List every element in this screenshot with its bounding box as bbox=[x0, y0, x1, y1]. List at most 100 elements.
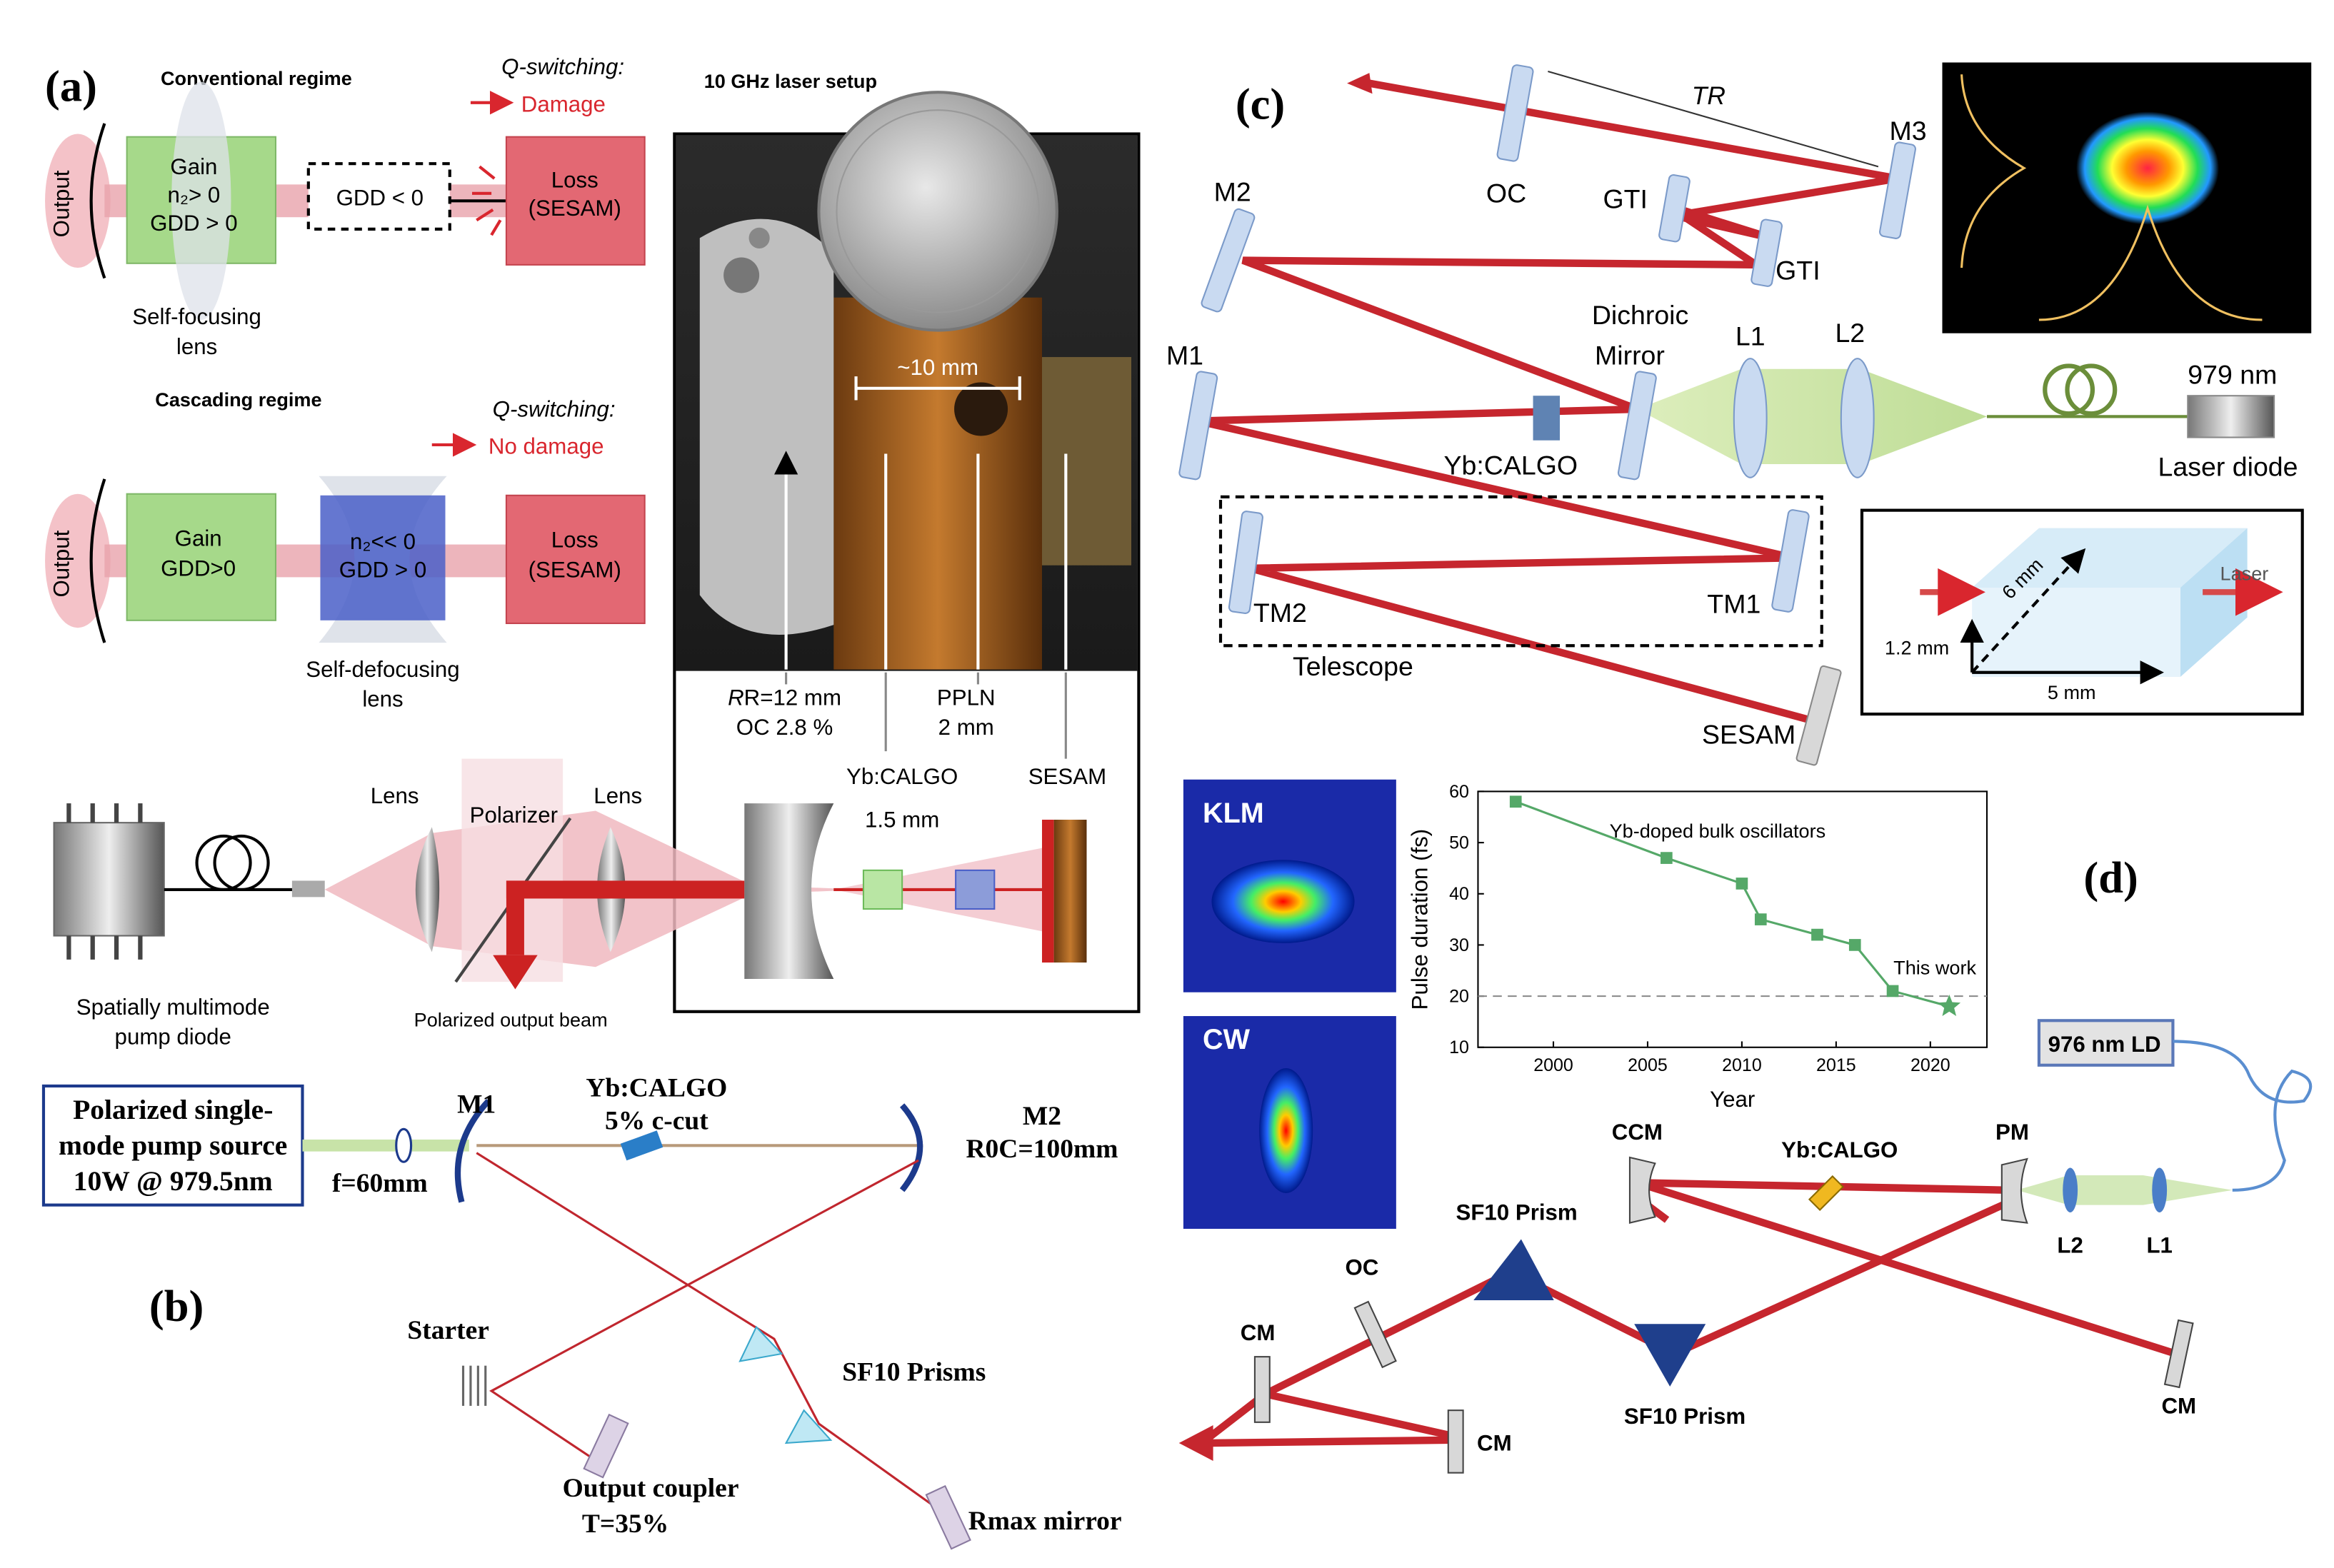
this-work-star bbox=[1938, 994, 1961, 1017]
m1-label-c: M1 bbox=[1166, 340, 1203, 370]
y-tick-label: 40 bbox=[1449, 884, 1469, 904]
sf10-prism-1 bbox=[1473, 1239, 1554, 1300]
tm1-mirror bbox=[1771, 509, 1810, 613]
sf10-label-2: SF10 Prism bbox=[1624, 1404, 1746, 1429]
l1-label-d: L1 bbox=[2146, 1232, 2172, 1257]
cm-mirror-1 bbox=[1253, 1356, 1271, 1423]
pm-mirror bbox=[2000, 1157, 2028, 1224]
gain-label-1: Gain bbox=[170, 154, 217, 179]
gain-box-cascading bbox=[126, 493, 277, 621]
m1-mirror-c bbox=[1178, 371, 1218, 481]
l1-label-c: L1 bbox=[1736, 321, 1765, 351]
panel-c: (c) TR OC M3 M2 GTI GTI M1 Dichroic Mirr… bbox=[1166, 62, 2312, 766]
focal-length: f=60mm bbox=[332, 1169, 428, 1198]
pump-source-3: 10W @ 979.5nm bbox=[74, 1165, 273, 1197]
y-tick-label: 30 bbox=[1449, 935, 1469, 955]
m2-label-c: M2 bbox=[1214, 176, 1251, 206]
cw-spot bbox=[1259, 1067, 1313, 1193]
output-beam-red bbox=[506, 880, 745, 899]
ccm-mirror bbox=[1628, 1156, 1656, 1224]
klm-label: KLM bbox=[1203, 798, 1264, 829]
ybcalgo-label-d: Yb:CALGO bbox=[1781, 1137, 1898, 1162]
starter-label: Starter bbox=[407, 1316, 489, 1345]
lens-label-1: Lens bbox=[371, 783, 419, 808]
lens-word-1: lens bbox=[176, 334, 217, 359]
x-tick-label: 2015 bbox=[1816, 1055, 1856, 1075]
oc-label-b-2: T=35% bbox=[582, 1509, 668, 1539]
qswitch-label-2: Q-switching: bbox=[493, 396, 616, 421]
ybcalgo-length: 1.5 mm bbox=[865, 807, 939, 832]
data-point bbox=[1661, 852, 1673, 864]
pump-source-2: mode pump source bbox=[59, 1130, 287, 1161]
inset-laser-label: Laser bbox=[2220, 563, 2269, 585]
pm-label: PM bbox=[1995, 1120, 2029, 1145]
gdd-positive-2: GDD>0 bbox=[161, 556, 236, 581]
sesam-holder bbox=[1041, 357, 1131, 566]
pump-diode-label-1: Spatially multimode bbox=[76, 995, 270, 1020]
telescope-label: Telescope bbox=[1293, 651, 1413, 681]
tm1-label: TM1 bbox=[1707, 588, 1760, 618]
loss-label-1: Loss bbox=[551, 168, 598, 193]
panel-a-label: (a) bbox=[45, 61, 97, 111]
rmax-mirror-b bbox=[925, 1484, 971, 1550]
horizontal-profile-curve bbox=[2038, 204, 2263, 321]
ppln-length: 2 mm bbox=[938, 715, 994, 740]
m2-label-b: M2 bbox=[1023, 1102, 1061, 1131]
damage-label: Damage bbox=[521, 91, 606, 116]
n2-positive: n₂> 0 bbox=[167, 182, 220, 207]
diode-pins bbox=[66, 803, 143, 960]
copper-mount bbox=[833, 297, 1042, 670]
ybcalgo-label-a: Yb:CALGO bbox=[846, 764, 958, 789]
y-tick-label: 10 bbox=[1449, 1037, 1469, 1057]
y-tick-label: 20 bbox=[1449, 986, 1469, 1006]
wavelength-c: 979 nm bbox=[2188, 360, 2277, 390]
rmax-label: Rmax mirror bbox=[968, 1507, 1122, 1536]
tm2-mirror bbox=[1228, 511, 1263, 614]
data-point bbox=[1886, 985, 1899, 997]
cut-label-b: 5% c-cut bbox=[605, 1106, 708, 1135]
m1-label-b: M1 bbox=[457, 1090, 496, 1119]
mirror-m2-b bbox=[899, 1103, 923, 1192]
tr-label: TR bbox=[1692, 81, 1726, 110]
oc-holder bbox=[699, 218, 834, 635]
l2-label-d: L2 bbox=[2057, 1232, 2083, 1257]
leader-lines bbox=[785, 672, 1067, 759]
gti-label-1: GTI bbox=[1603, 184, 1647, 214]
n2-negative: n₂<< 0 bbox=[350, 529, 416, 554]
gti-mirror-1 bbox=[1658, 174, 1691, 243]
inset-12mm-label: 1.2 mm bbox=[1885, 637, 1949, 659]
oc-mirror-c bbox=[1496, 64, 1534, 162]
output-beam-down bbox=[506, 880, 524, 955]
lens-1 bbox=[415, 827, 440, 953]
laser-diode-c bbox=[2187, 395, 2275, 438]
dichroic-label-1: Dichroic bbox=[1592, 300, 1688, 330]
x-tick-label: 2010 bbox=[1722, 1055, 1762, 1075]
sesam-label-2: (SESAM) bbox=[529, 557, 621, 582]
oc-label-d: OC bbox=[1345, 1255, 1378, 1280]
chart-y-axis-label: Pulse duration (fs) bbox=[1408, 829, 1433, 1010]
r-label: RR=12 mm bbox=[728, 685, 841, 710]
dim-6mm bbox=[1970, 548, 2086, 674]
self-defocusing-label: Self-defocusing bbox=[306, 657, 459, 682]
lens-l2-d bbox=[2063, 1167, 2078, 1213]
fiber-loop-c1 bbox=[2043, 363, 2095, 416]
pump-beam-b bbox=[302, 1139, 469, 1152]
output-arrowhead-d bbox=[1178, 1424, 1213, 1461]
fiber-loop-1 bbox=[195, 834, 252, 892]
m2-mirror-c bbox=[1201, 208, 1256, 313]
l2-label-c: L2 bbox=[1835, 318, 1865, 348]
cm-label-3: CM bbox=[2161, 1393, 2196, 1418]
gain-label-2: Gain bbox=[175, 526, 222, 551]
focus-lens-b bbox=[395, 1127, 413, 1163]
crystal-side bbox=[2180, 528, 2248, 677]
fiber-loop-c2 bbox=[2065, 363, 2118, 416]
roc-label-b: R0C=100mm bbox=[966, 1135, 1118, 1164]
chart-x-axis-label: Year bbox=[1710, 1087, 1755, 1112]
lens-l1-c bbox=[1733, 358, 1768, 478]
cw-label: CW bbox=[1203, 1024, 1251, 1055]
ybcalgo-crystal-c bbox=[1533, 396, 1561, 441]
chart-annotation-title: Yb-doped bulk oscillators bbox=[1610, 820, 1826, 842]
m3-mirror bbox=[1879, 141, 1916, 239]
